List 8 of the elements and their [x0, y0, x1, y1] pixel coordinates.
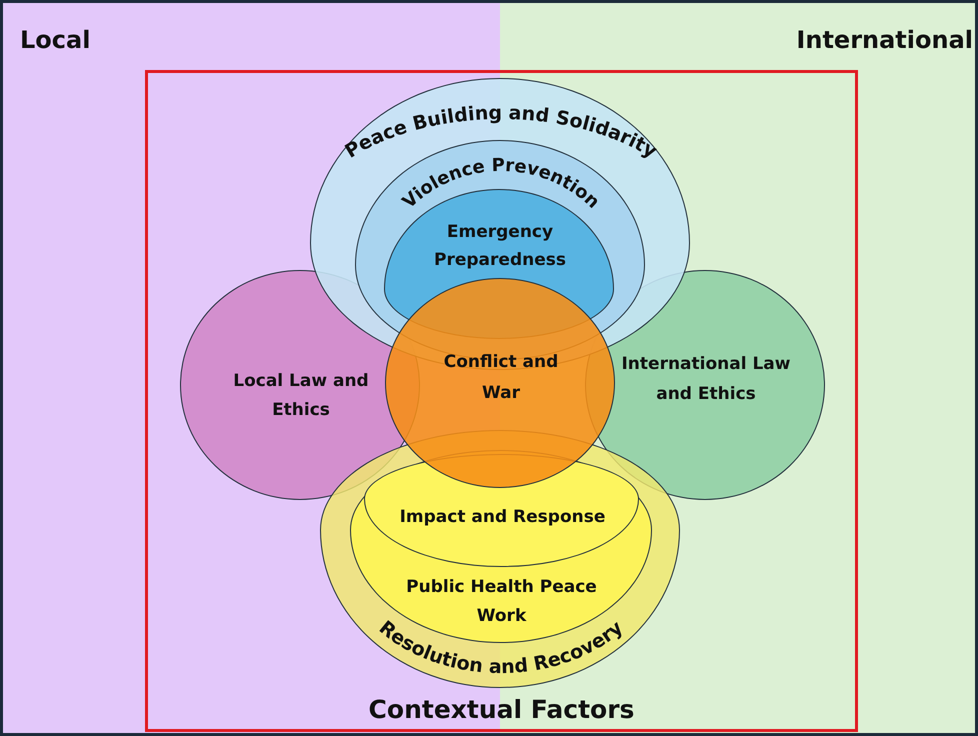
- region-title: International: [796, 26, 973, 54]
- circle-label: Impact and Response: [398, 506, 606, 529]
- frame-title: Contextual Factors: [368, 695, 636, 724]
- circle-label: Emergency Preparedness: [433, 221, 567, 272]
- circle-label: International Law and Ethics: [620, 353, 792, 406]
- circle-label: Conflict and War: [442, 351, 560, 405]
- circle-label: Local Law and Ethics: [232, 370, 370, 422]
- region-title: Local: [20, 26, 90, 54]
